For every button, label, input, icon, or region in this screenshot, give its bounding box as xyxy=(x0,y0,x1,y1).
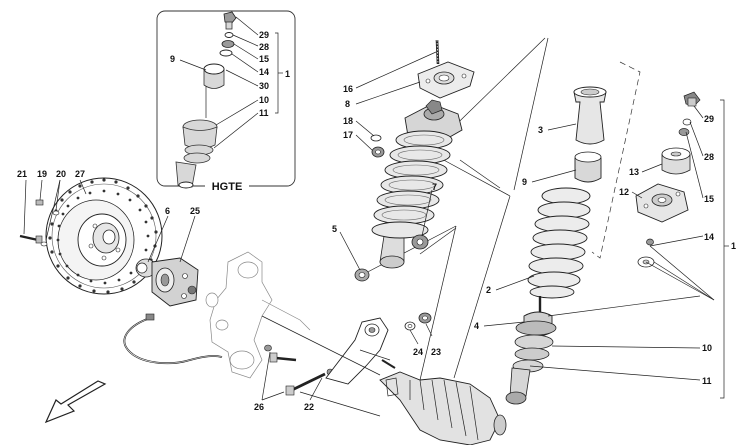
callout-25: 25 xyxy=(190,206,200,216)
bushing-5 xyxy=(354,268,370,282)
bolt-26 xyxy=(264,344,297,363)
inset-damper xyxy=(175,86,218,189)
inset-washer-14 xyxy=(219,49,233,57)
callout-18: 18 xyxy=(343,116,353,126)
dust-boot-3 xyxy=(573,86,607,145)
callout-12: 12 xyxy=(619,187,629,197)
callout-23: 23 xyxy=(431,347,441,357)
spacer-13 xyxy=(661,147,691,175)
callout-9-inset: 9 xyxy=(170,54,175,64)
upper-plate-12 xyxy=(635,183,689,223)
callout-26: 26 xyxy=(254,402,264,412)
callout-4: 4 xyxy=(474,321,479,331)
top-nut-29 xyxy=(683,91,701,107)
callout-22: 22 xyxy=(304,402,314,412)
top-mount-8 xyxy=(417,61,475,99)
callout-7: 7 xyxy=(432,182,437,192)
washer-18 xyxy=(370,134,382,142)
callout-11-inset: 11 xyxy=(259,108,269,118)
wheel-hub xyxy=(151,257,199,307)
callout-28-inset: 28 xyxy=(259,42,269,52)
nut-17 xyxy=(371,146,385,158)
callout-27: 27 xyxy=(75,169,85,179)
callout-2: 2 xyxy=(486,285,491,295)
callout-8: 8 xyxy=(345,99,350,109)
stud-16 xyxy=(435,39,440,65)
nut-15 xyxy=(678,128,690,136)
abs-sensor-cable xyxy=(123,313,223,365)
callout-14: 14 xyxy=(704,232,714,242)
callout-15-inset: 15 xyxy=(259,54,269,64)
callout-21: 21 xyxy=(17,169,27,179)
damper-body xyxy=(505,296,557,405)
front-direction-arrow xyxy=(44,380,107,424)
callout-29: 29 xyxy=(704,114,714,124)
wheel-upright-ghost xyxy=(205,251,311,379)
callout-16: 16 xyxy=(343,84,353,94)
disc-screw-21 xyxy=(19,234,43,244)
nut-14 xyxy=(646,238,654,246)
callout-19: 19 xyxy=(37,169,47,179)
inset-washer-28 xyxy=(224,32,234,38)
callout-1: 1 xyxy=(731,241,736,251)
driveshaft xyxy=(379,371,507,445)
callout-3: 3 xyxy=(538,125,543,135)
bump-stop-9 xyxy=(574,151,602,183)
inset-bump-stop xyxy=(203,63,225,89)
callout-5: 5 xyxy=(332,224,337,234)
disc-screw-19 xyxy=(35,199,44,206)
callout-10-inset: 10 xyxy=(259,95,269,105)
damper-fork xyxy=(325,317,396,385)
callout-9: 9 xyxy=(522,177,527,187)
washer-24 xyxy=(404,321,416,331)
callout-13: 13 xyxy=(629,167,639,177)
callout-10: 10 xyxy=(702,343,712,353)
inset-nut-15 xyxy=(221,40,235,48)
disc-washer-20 xyxy=(40,210,60,247)
callout-15: 15 xyxy=(704,194,714,204)
callout-30-inset: 30 xyxy=(259,81,269,91)
callout-6: 6 xyxy=(165,206,170,216)
brake-disc xyxy=(45,177,163,295)
callout-24: 24 xyxy=(413,347,423,357)
callout-28: 28 xyxy=(704,152,714,162)
callout-11: 11 xyxy=(702,376,712,386)
callout-14-inset: 14 xyxy=(259,67,269,77)
leader-lines xyxy=(23,51,715,401)
bolt-22 xyxy=(285,368,334,396)
hgte-inset: HGTE xyxy=(156,10,296,193)
callout-17: 17 xyxy=(343,130,353,140)
inset-top-bolt xyxy=(223,11,237,30)
nut-23 xyxy=(418,312,432,324)
callout-1-inset: 1 xyxy=(285,69,290,79)
callout-20: 20 xyxy=(56,169,66,179)
center-coilover xyxy=(371,99,463,269)
washer-28 xyxy=(682,118,692,126)
inset-label: HGTE xyxy=(212,181,243,193)
callout-29-inset: 29 xyxy=(259,30,269,40)
coil-spring-2 xyxy=(527,187,591,299)
